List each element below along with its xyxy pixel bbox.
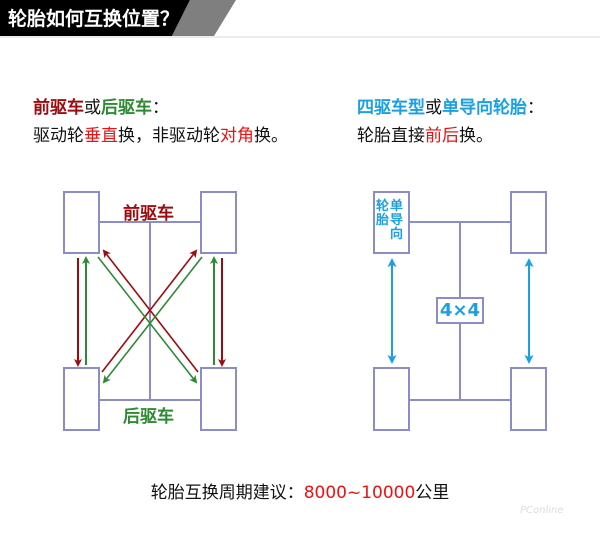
four-by-four-label: 4×4 — [439, 300, 481, 321]
right-heading: 四驱车型或单导向轮胎： — [357, 94, 544, 122]
tire-text: 轮胎直接 — [357, 126, 425, 146]
header-banner-shape — [0, 0, 600, 38]
rear-drive-text: 后驱车 — [101, 98, 152, 118]
or-text: 或 — [84, 98, 101, 118]
front-back-text: 前后 — [425, 126, 459, 146]
rotation-interval: 轮胎互换周期建议：8000~10000公里 — [0, 478, 600, 503]
front-drive-label: 前驱车 — [123, 204, 174, 224]
red-diagonal-to-front-right — [101, 249, 198, 373]
left-heading: 前驱车或后驱车： — [33, 94, 169, 122]
tire-front-left — [63, 191, 100, 254]
tire-label-col1: 轮胎 — [376, 199, 390, 228]
watermark-logo: PConline — [520, 505, 564, 516]
green-diagonal-to-rear-right — [97, 256, 198, 384]
header-bar: 轮胎如何互换位置？ — [0, 0, 600, 38]
red-diagonal-to-front-left — [102, 249, 199, 373]
swap-text-2: 换。 — [254, 126, 288, 146]
tire-front-left — [373, 191, 410, 254]
rear-drive-label: 后驱车 — [123, 407, 174, 427]
vertical-text: 垂直 — [84, 126, 118, 146]
page-title: 轮胎如何互换位置？ — [8, 8, 180, 30]
tire-rear-right — [510, 367, 547, 431]
four-by-four-box — [436, 297, 484, 324]
tire-rear-left — [63, 367, 100, 431]
interval-prefix: 轮胎互换周期建议： — [150, 483, 304, 503]
diagonal-text: 对角 — [220, 126, 254, 146]
tire-front-right — [200, 191, 237, 254]
left-rule: 驱动轮垂直换，非驱动轮对角换。 — [33, 122, 288, 150]
drive-wheel-text: 驱动轮 — [33, 126, 84, 146]
swap-text-1: 换，非驱动轮 — [118, 126, 220, 146]
tire-front-right — [510, 191, 547, 254]
awd-text: 四驱车型 — [357, 98, 425, 118]
tire-rear-right — [200, 367, 237, 431]
directional-tire-text: 单导向轮胎 — [442, 98, 527, 118]
colon-text: ： — [152, 98, 169, 118]
interval-value: 8000~10000 — [303, 483, 416, 503]
or-text: 或 — [425, 98, 442, 118]
fwd-rwd-diagram — [63, 191, 237, 431]
tire-label-col2: 单导向 — [390, 199, 404, 242]
colon-text: ： — [527, 98, 544, 118]
right-rule: 轮胎直接前后换。 — [357, 122, 493, 150]
front-drive-text: 前驱车 — [33, 98, 84, 118]
green-diagonal-to-rear-left — [102, 256, 203, 384]
swap-text: 换。 — [459, 126, 493, 146]
tire-rear-left — [373, 367, 410, 431]
interval-unit: 公里 — [415, 483, 450, 503]
awd-diagram — [373, 191, 547, 431]
